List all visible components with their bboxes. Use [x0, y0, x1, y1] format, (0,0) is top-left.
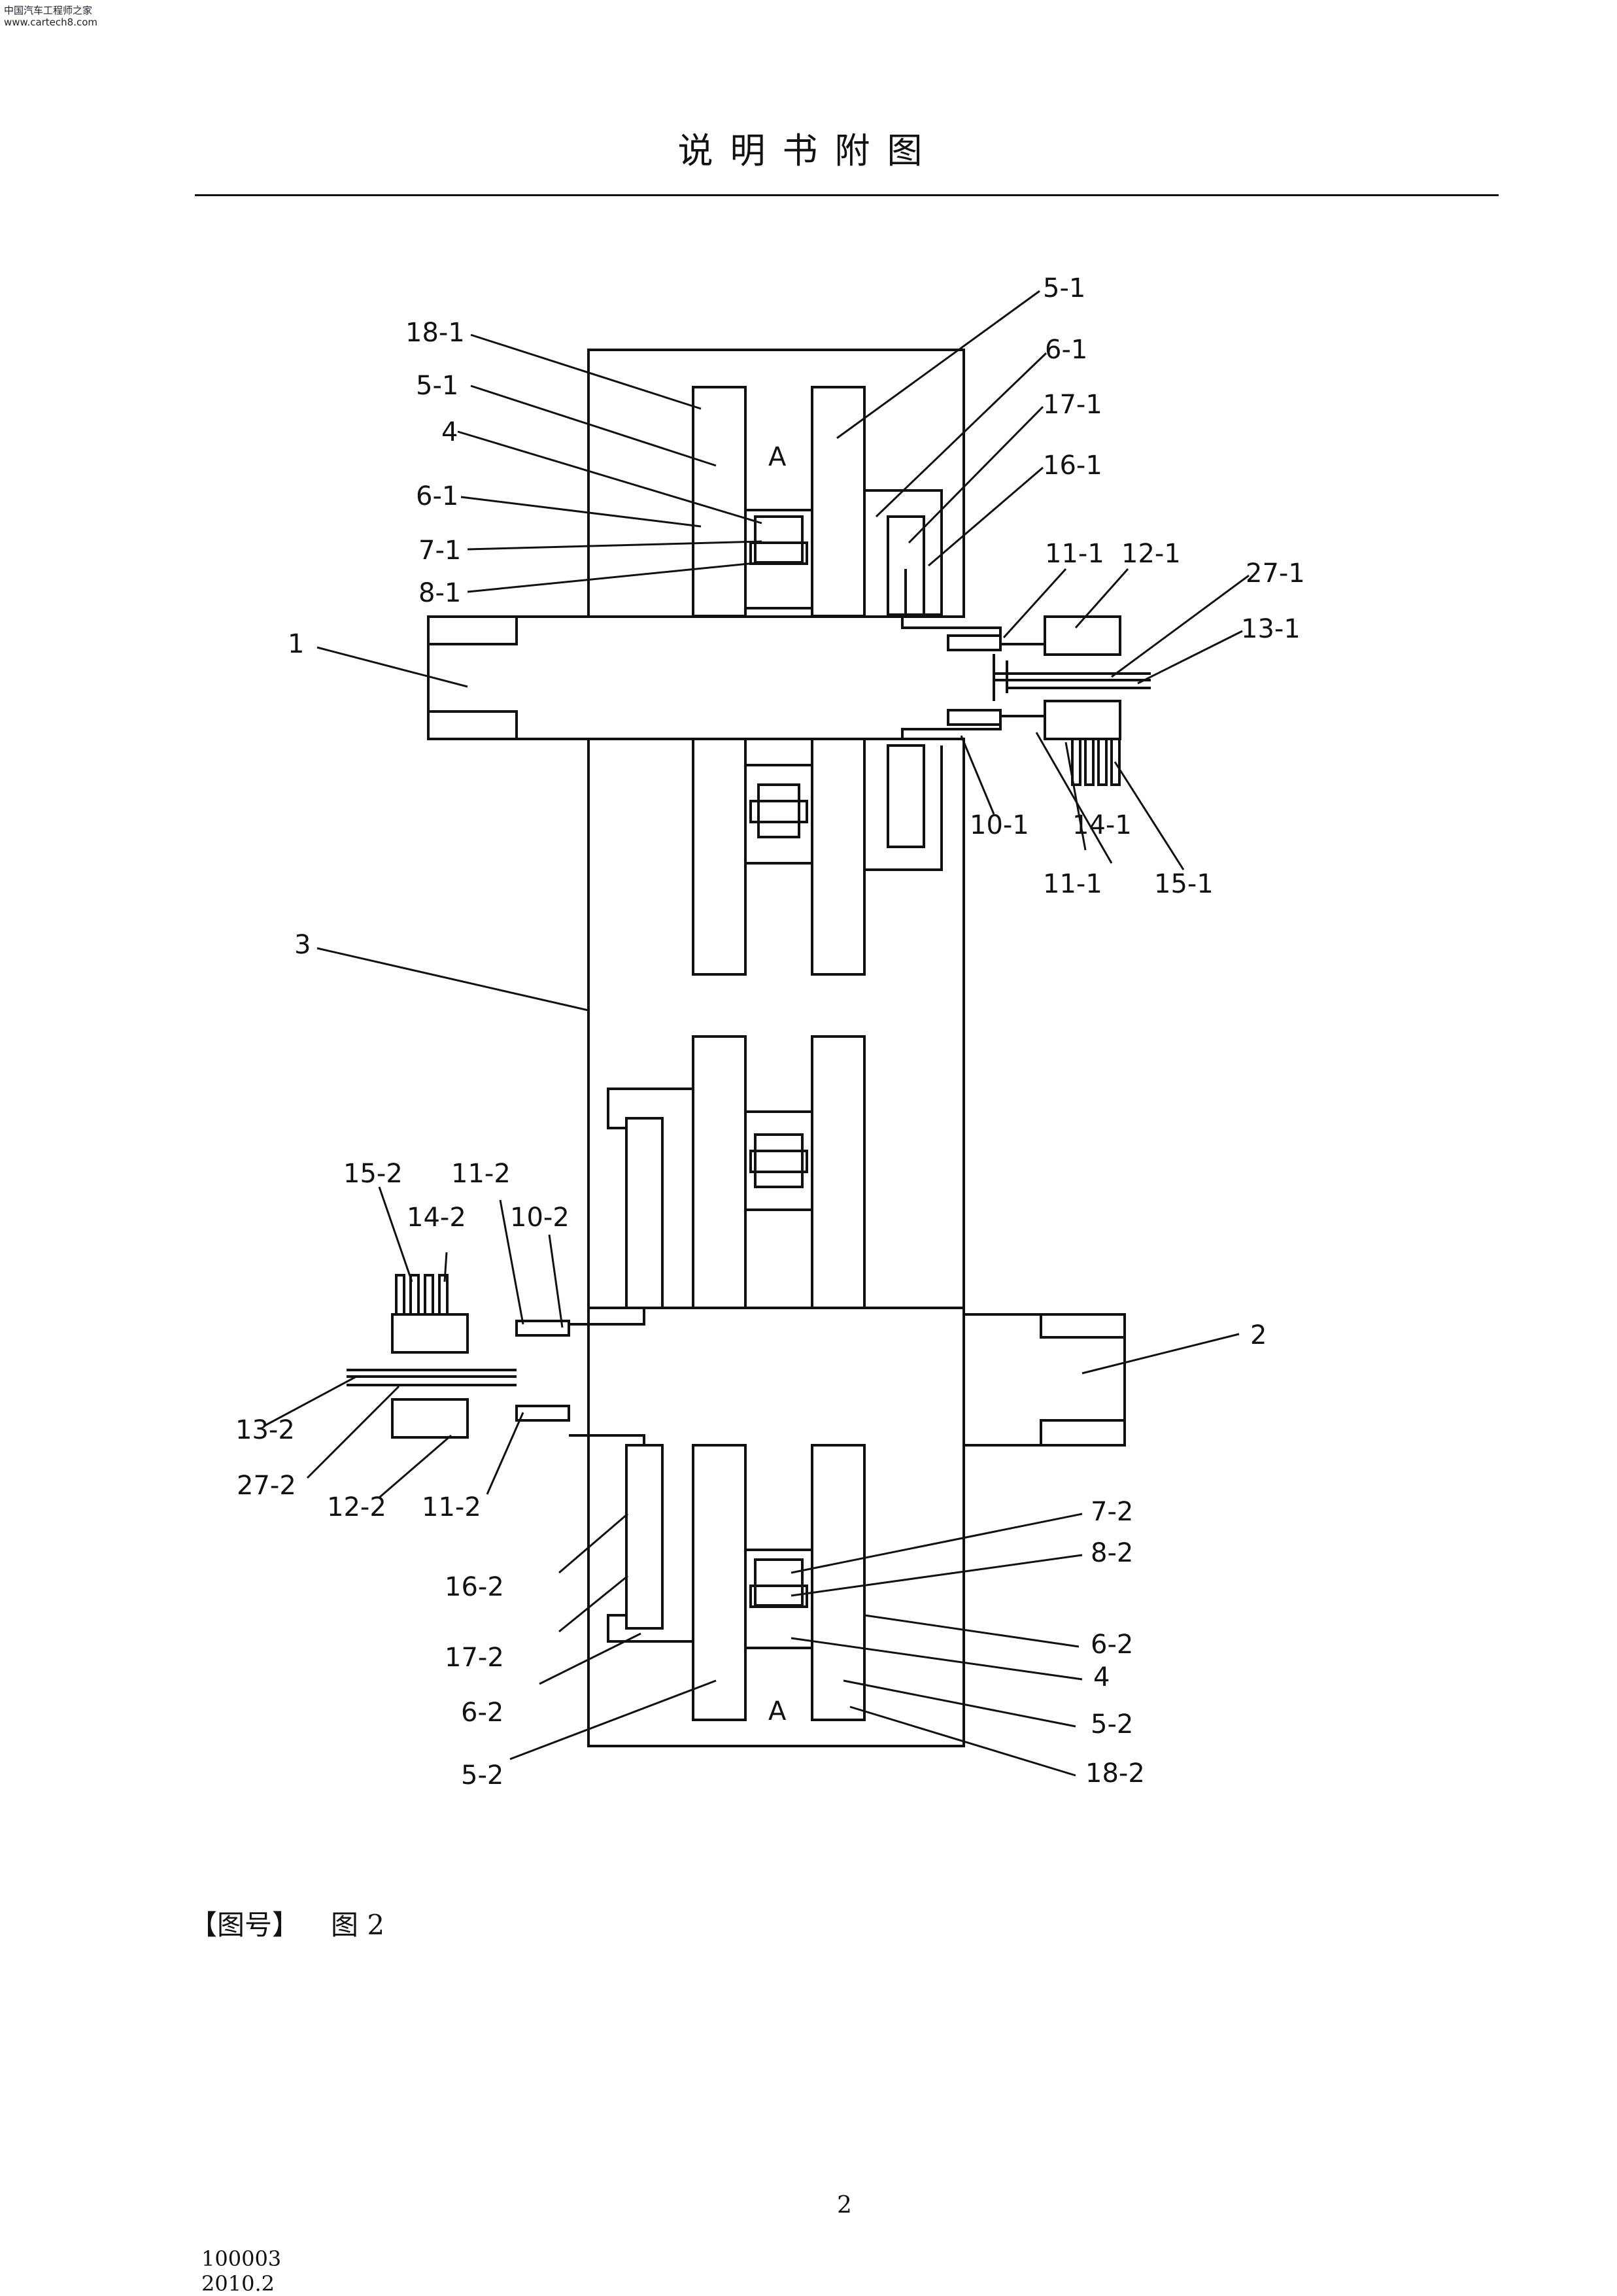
- header-rule: [195, 194, 1499, 196]
- figure-number: 图 2: [331, 1909, 385, 1941]
- label-5-1-left: 5-1: [416, 371, 458, 401]
- label-27-1: 27-1: [1246, 558, 1305, 589]
- label-13-1: 13-1: [1241, 614, 1301, 644]
- footer-date: 2010.2: [201, 2271, 275, 2296]
- label-12-1: 12-1: [1121, 539, 1181, 569]
- label-11-2-top: 11-2: [451, 1159, 511, 1189]
- label-8-2: 8-2: [1091, 1538, 1133, 1568]
- label-6-2-right: 6-2: [1091, 1630, 1133, 1660]
- label-8-1: 8-1: [418, 578, 461, 608]
- label-13-2: 13-2: [235, 1415, 295, 1445]
- label-a-lower: A: [768, 1696, 787, 1726]
- label-16-1: 16-1: [1043, 451, 1102, 481]
- watermark-site-name: 中国汽车工程师之家: [4, 5, 93, 16]
- figure-caption: 【图号】图 2: [190, 1903, 384, 1943]
- label-12-2: 12-2: [327, 1492, 386, 1522]
- label-6-1-right: 6-1: [1045, 335, 1087, 365]
- label-5-2-right: 5-2: [1091, 1709, 1133, 1739]
- label-15-1: 15-1: [1154, 869, 1214, 899]
- label-27-2: 27-2: [237, 1471, 296, 1501]
- footer-code: 100003: [201, 2246, 282, 2271]
- label-3: 3: [294, 930, 311, 960]
- label-10-2: 10-2: [510, 1203, 570, 1233]
- label-6-1-left: 6-1: [416, 481, 458, 511]
- center-body: [587, 738, 965, 1309]
- label-2: 2: [1250, 1320, 1267, 1350]
- label-18-1: 18-1: [405, 318, 465, 348]
- watermark-url: www.cartech8.com: [4, 16, 98, 28]
- figure-bracket-label: 【图号】: [190, 1909, 300, 1941]
- label-11-2-bottom: 11-2: [422, 1492, 481, 1522]
- label-11-1-top: 11-1: [1045, 539, 1104, 569]
- label-5-1-right: 5-1: [1043, 273, 1085, 303]
- label-17-1: 17-1: [1043, 390, 1102, 420]
- label-14-2: 14-2: [407, 1203, 466, 1233]
- label-16-2: 16-2: [445, 1572, 504, 1602]
- shaft-1: [427, 615, 588, 740]
- label-7-2: 7-2: [1091, 1497, 1133, 1527]
- upper-housing: [587, 349, 965, 618]
- label-a-upper: A: [768, 442, 787, 472]
- label-5-2-left: 5-2: [461, 1760, 503, 1791]
- page-number: 2: [837, 2192, 852, 2219]
- label-11-1-bottom: 11-1: [1043, 869, 1102, 899]
- label-1: 1: [288, 629, 304, 659]
- label-17-2: 17-2: [445, 1643, 504, 1673]
- label-4-upper: 4: [441, 417, 458, 447]
- label-4-lower: 4: [1093, 1662, 1110, 1692]
- page-title: 说明书附图: [677, 130, 940, 171]
- label-18-2: 18-2: [1085, 1758, 1145, 1789]
- label-7-1: 7-1: [418, 536, 461, 566]
- label-10-1: 10-1: [970, 810, 1029, 840]
- label-6-2-left: 6-2: [461, 1698, 503, 1728]
- lower-housing: [587, 1307, 965, 1747]
- label-15-2: 15-2: [343, 1159, 403, 1189]
- shaft-2: [964, 1313, 1126, 1447]
- label-14-1: 14-1: [1072, 810, 1132, 840]
